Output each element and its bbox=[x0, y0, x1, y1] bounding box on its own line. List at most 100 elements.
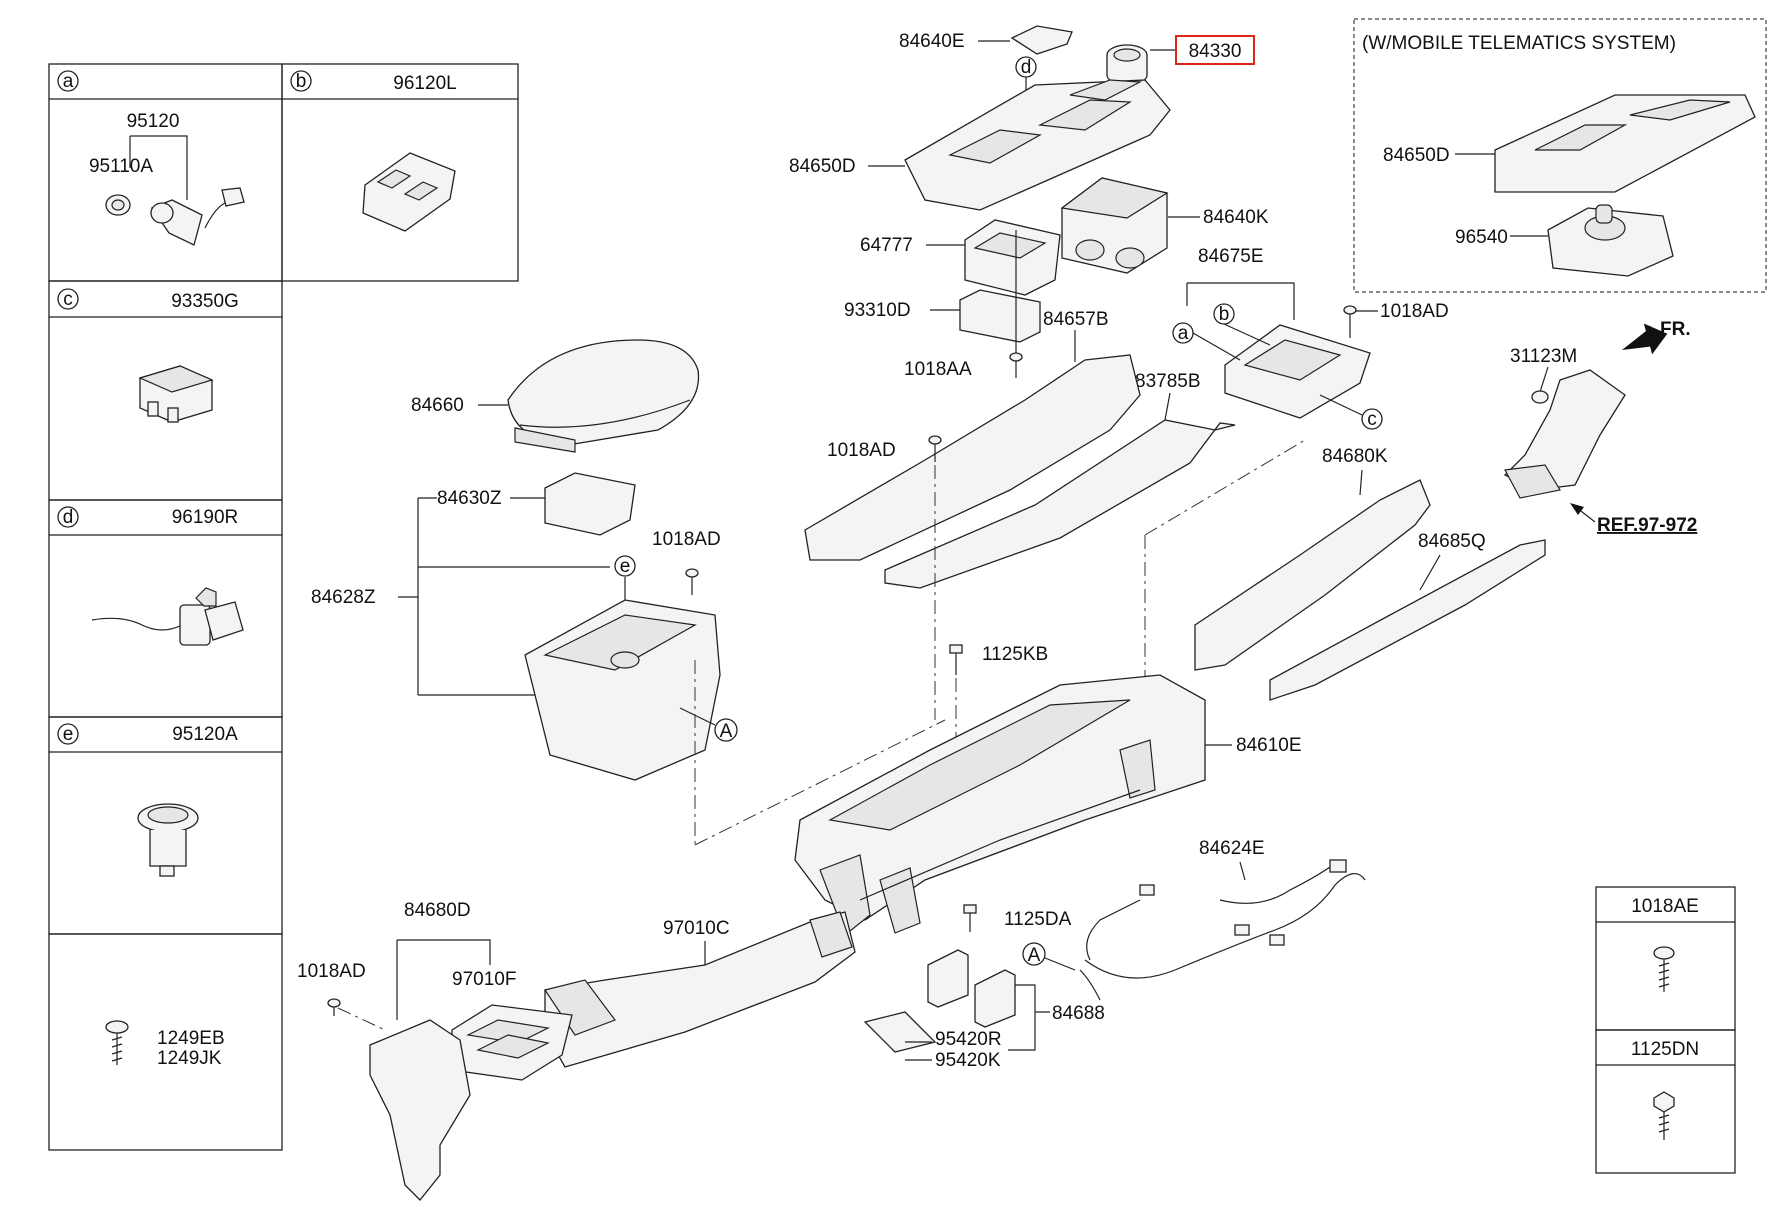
callout-a: a bbox=[1178, 323, 1189, 344]
switch-illustration bbox=[138, 365, 214, 423]
legend-letter-c: c bbox=[63, 289, 73, 310]
callout-b: b bbox=[1219, 304, 1230, 325]
part-label-84630Z: 84630Z bbox=[437, 488, 502, 509]
part-label-84675E: 84675E bbox=[1198, 246, 1264, 267]
side-panel-83785B bbox=[884, 419, 1236, 589]
shifter-bezel-illustration bbox=[904, 79, 1171, 211]
telematics-title: (W/MOBILE TELEMATICS SYSTEM) bbox=[1362, 33, 1676, 54]
part-label-93310D: 93310D bbox=[844, 300, 911, 321]
callout-c: c bbox=[1367, 409, 1377, 430]
callout-A-bin: A bbox=[720, 721, 733, 742]
reference-label: REF.97-972 bbox=[1597, 515, 1697, 536]
highlight-box bbox=[1175, 35, 1255, 65]
usb-cable-illustration bbox=[91, 587, 244, 646]
part-label-1018AA: 1018AA bbox=[904, 359, 972, 380]
legend-letter-b: b bbox=[296, 71, 307, 92]
console-bracket-illustration bbox=[794, 674, 1206, 936]
part-label-95120A: 95120A bbox=[172, 724, 238, 745]
legend-panel-screw bbox=[48, 933, 283, 1151]
part-label-84688: 84688 bbox=[1052, 1003, 1105, 1024]
part-label-84628Z: 84628Z bbox=[311, 587, 376, 608]
part-label-97010C: 97010C bbox=[663, 918, 730, 939]
part-label-84640E: 84640E bbox=[899, 31, 965, 52]
screw-icon bbox=[105, 1020, 129, 1065]
telematics-box: (W/MOBILE TELEMATICS SYSTEM) 84650D 9654… bbox=[1353, 18, 1767, 293]
part-label-84680D: 84680D bbox=[404, 900, 471, 921]
bolt-icon bbox=[1653, 1091, 1675, 1140]
part-label-31123M: 31123M bbox=[1510, 346, 1577, 367]
rear-trim-84680D bbox=[369, 1019, 471, 1201]
part-label-84685Q: 84685Q bbox=[1418, 531, 1486, 552]
callout-A-harness: A bbox=[1028, 945, 1041, 966]
screw-icon bbox=[327, 998, 341, 1016]
part-label-96190R: 96190R bbox=[172, 507, 239, 528]
legend-panel-a bbox=[48, 63, 283, 282]
front-indicator: FR. bbox=[1621, 319, 1691, 355]
fastener-boxes: 1018AE 1125DN bbox=[1595, 886, 1736, 1174]
aux-jack-illustration bbox=[362, 152, 456, 232]
part-label-97010F: 97010F bbox=[452, 969, 516, 990]
part-label-1125DA: 1125DA bbox=[1004, 909, 1072, 930]
legend-letter-e: e bbox=[63, 724, 74, 745]
rear-vent-illustration bbox=[451, 1004, 573, 1081]
fastener-label-1125DN: 1125DN bbox=[1631, 1039, 1699, 1060]
legend-panel-d bbox=[48, 499, 283, 718]
part-label-84624E: 84624E bbox=[1199, 838, 1265, 859]
part-label-1018AD-top: 1018AD bbox=[1380, 301, 1449, 322]
callout-e: e bbox=[620, 556, 631, 577]
part-label-95420K: 95420K bbox=[935, 1050, 1001, 1071]
part-label-95120: 95120 bbox=[127, 111, 180, 132]
part-label-telematics-96540: 96540 bbox=[1455, 227, 1508, 248]
part-label-84660: 84660 bbox=[411, 395, 464, 416]
part-label-telematics-84650D: 84650D bbox=[1383, 145, 1450, 166]
part-label-84610E: 84610E bbox=[1236, 735, 1302, 756]
part-label-84640K: 84640K bbox=[1203, 207, 1269, 228]
console-bin-illustration bbox=[524, 599, 721, 781]
part-label-1249JK: 1249JK bbox=[157, 1048, 222, 1069]
rear-duct-illustration bbox=[544, 911, 856, 1068]
switch-panel-illustration bbox=[959, 289, 1041, 343]
part-label-84330-highlighted: 84330 bbox=[1189, 41, 1242, 62]
air-duct-illustration bbox=[1503, 369, 1626, 499]
part-label-1018AD-bottom: 1018AD bbox=[297, 961, 366, 982]
part-label-95420R: 95420R bbox=[935, 1029, 1002, 1050]
part-label-64777: 64777 bbox=[860, 235, 913, 256]
side-trim-84657B bbox=[804, 354, 1141, 561]
callout-d: d bbox=[1021, 57, 1032, 78]
power-outlet-illustration bbox=[137, 803, 199, 877]
shifter-assembly-illustration bbox=[964, 219, 1061, 296]
screw-icon bbox=[1653, 946, 1675, 992]
fastener-label-1018AE: 1018AE bbox=[1631, 896, 1699, 917]
part-label-1249EB: 1249EB bbox=[157, 1028, 225, 1049]
tray-illustration bbox=[544, 472, 636, 536]
lower-trim-84680K bbox=[1194, 479, 1431, 671]
legend-letter-d: d bbox=[63, 507, 74, 528]
front-indicator-label: FR. bbox=[1660, 319, 1691, 340]
screw-icon bbox=[928, 435, 942, 462]
bolt-icon bbox=[949, 644, 963, 675]
console-storage-illustration bbox=[1192, 323, 1371, 419]
part-label-1125KB: 1125KB bbox=[982, 644, 1048, 665]
part-label-93350G: 93350G bbox=[171, 291, 239, 312]
storage-tray-illustration bbox=[1060, 177, 1169, 274]
knob-illustration bbox=[1106, 44, 1148, 86]
screw-icon bbox=[685, 568, 699, 595]
legend-letter-a: a bbox=[63, 71, 74, 92]
part-label-84680K: 84680K bbox=[1322, 446, 1388, 467]
part-label-1018AD-left: 1018AD bbox=[652, 529, 721, 550]
legend-panels: a 95120 95110A b 96120L c 93350G bbox=[48, 63, 519, 1151]
wiring-harness-illustration bbox=[1079, 859, 1366, 1001]
part-label-95110A: 95110A bbox=[89, 156, 153, 177]
part-label-84650D: 84650D bbox=[789, 156, 856, 177]
screw-icon bbox=[1343, 305, 1357, 338]
cigar-lighter-illustration bbox=[105, 187, 245, 246]
part-label-84657B: 84657B bbox=[1043, 309, 1109, 330]
screw-icon bbox=[1009, 352, 1023, 378]
part-label-83785B: 83785B bbox=[1135, 371, 1201, 392]
armrest-lid-illustration bbox=[507, 339, 700, 453]
bolt-icon bbox=[963, 904, 977, 932]
side-trim-84685Q bbox=[1269, 539, 1546, 701]
part-label-96120L: 96120L bbox=[393, 73, 456, 94]
cover-illustration bbox=[1010, 25, 1073, 55]
